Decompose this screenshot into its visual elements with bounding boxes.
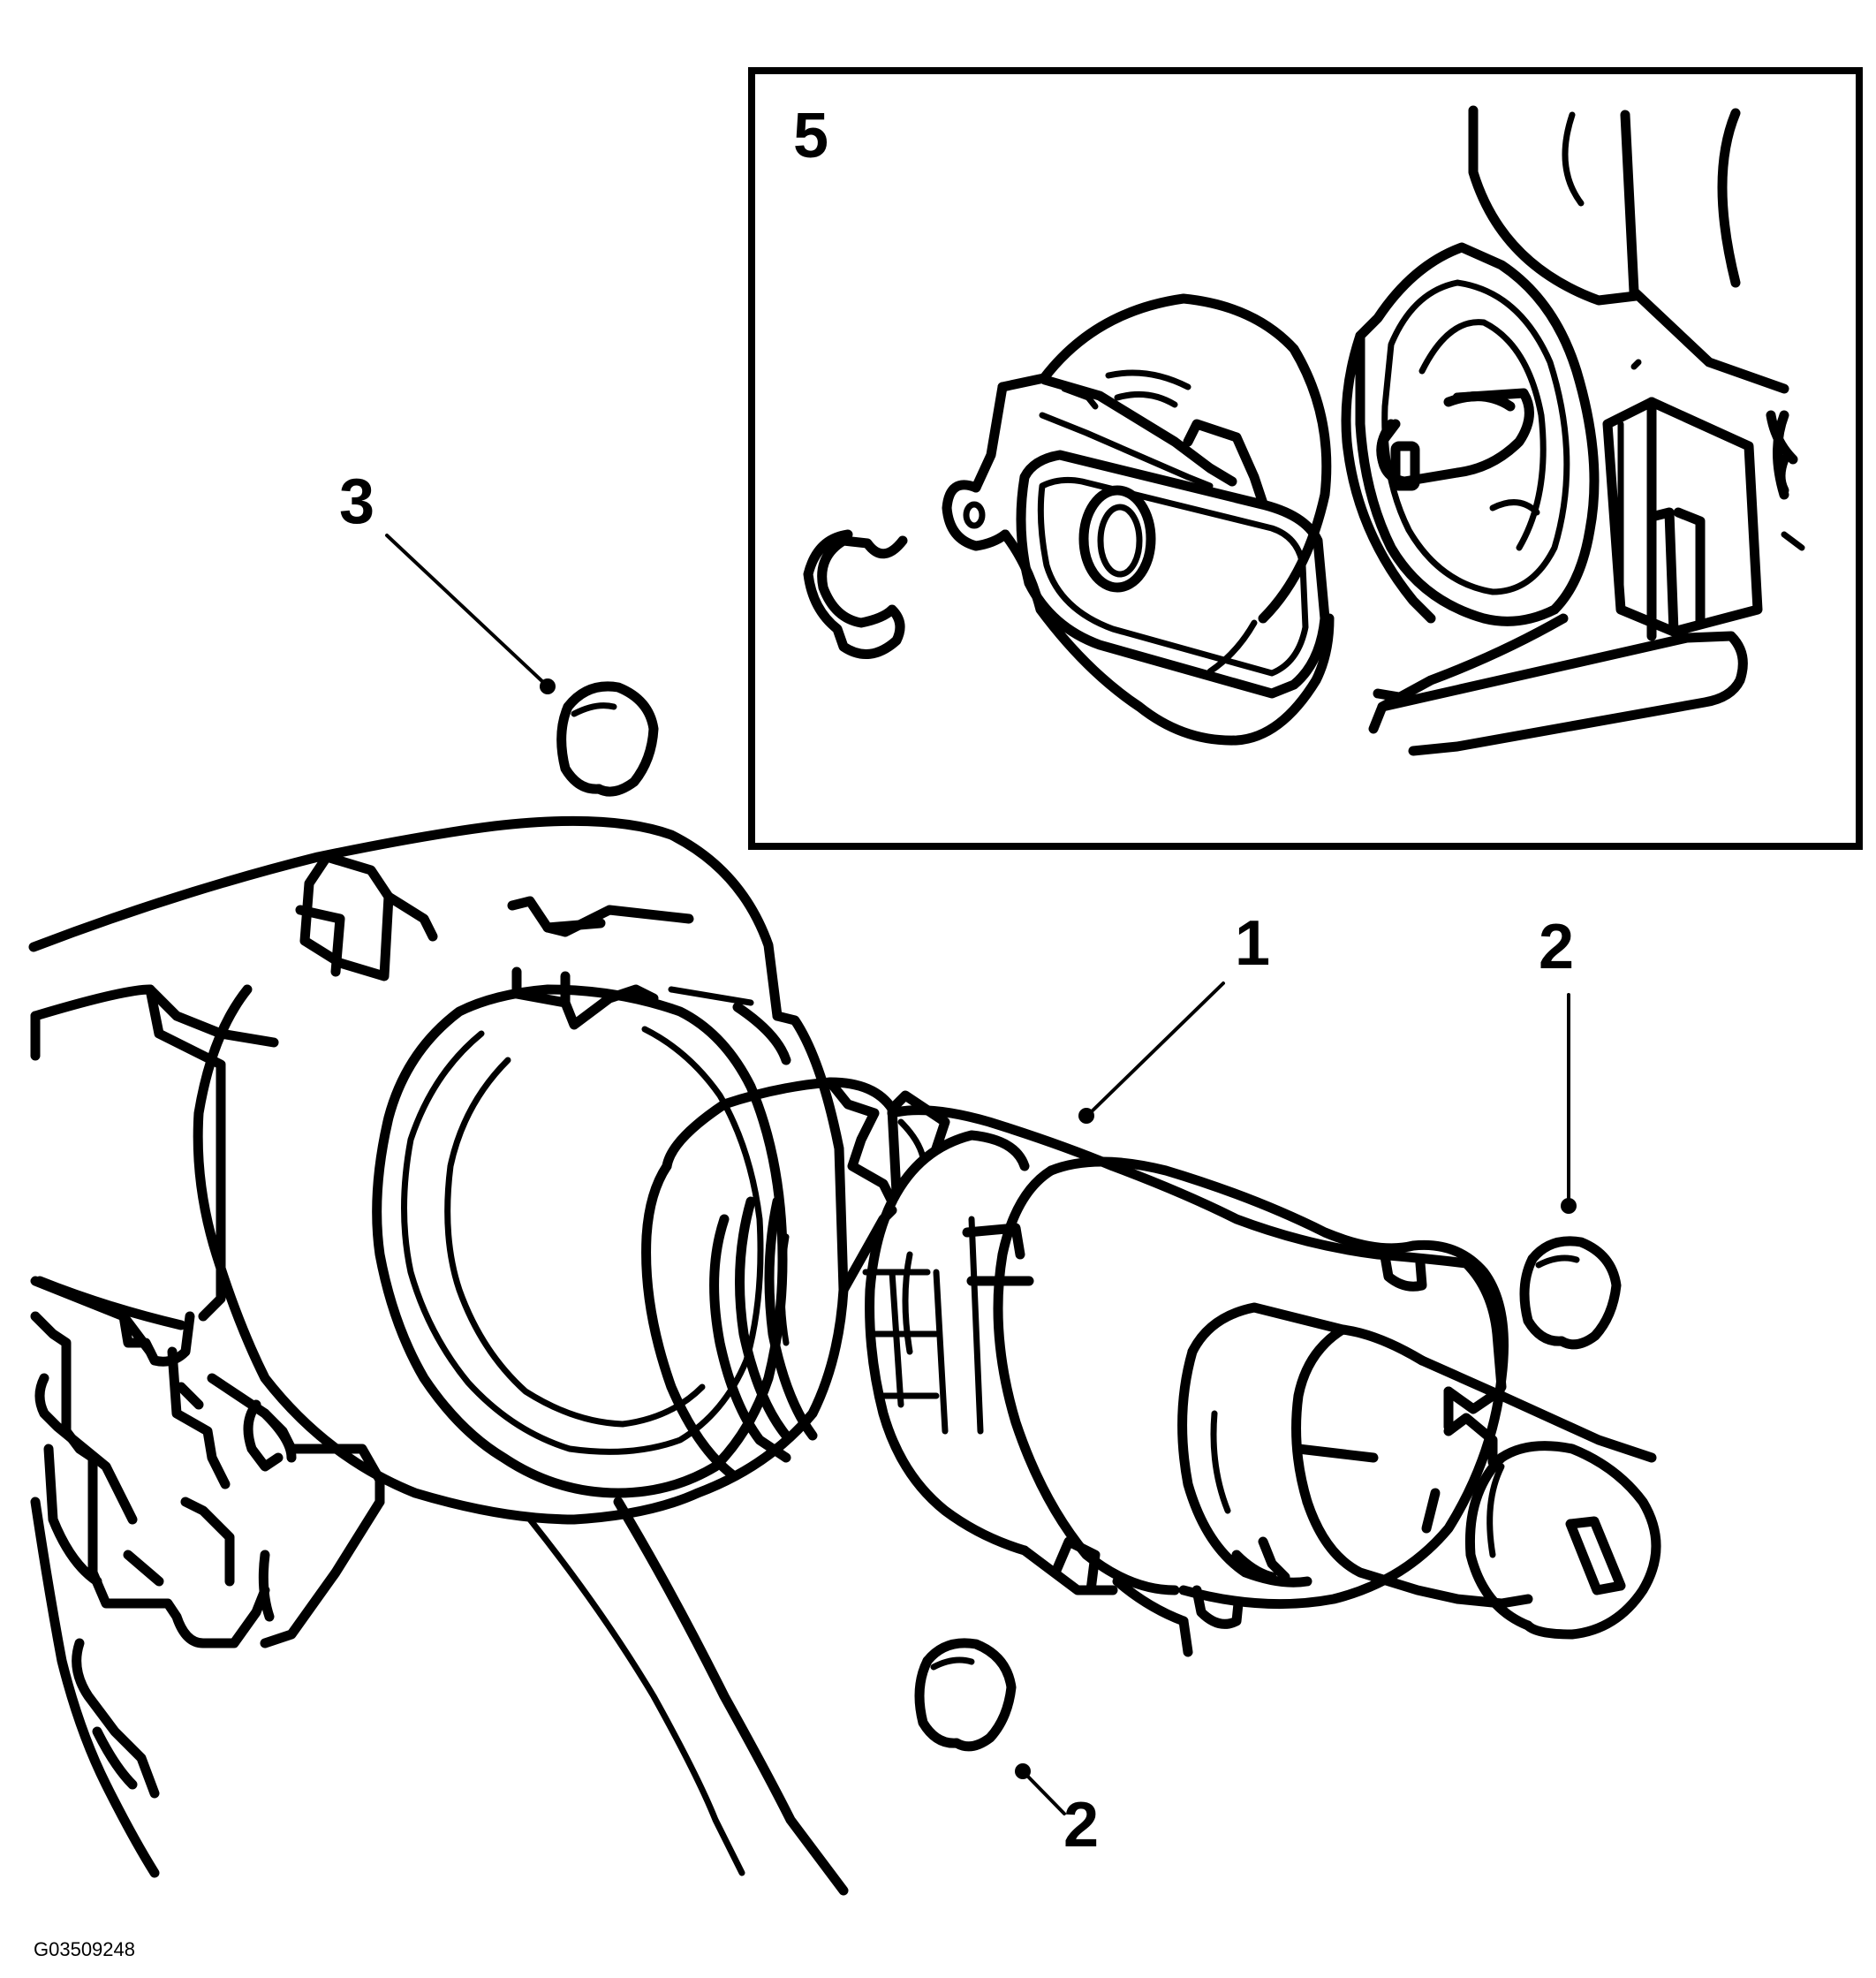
callout-part-1: 1 xyxy=(1235,908,1271,979)
callout-detail-5: 5 xyxy=(793,101,829,171)
leader-dot-2-lower xyxy=(1015,1763,1031,1779)
leader-dot-3 xyxy=(540,678,556,694)
plug-part-2-upper xyxy=(1519,1236,1622,1350)
leader-lines xyxy=(385,534,1577,1815)
wiring-harness xyxy=(1377,631,1748,756)
key-slot xyxy=(1565,1516,1626,1595)
cylinder-cover-plate xyxy=(942,293,1335,746)
detail-inset-frame xyxy=(748,67,1863,850)
figure-id: G03509248 xyxy=(34,1938,135,1960)
leader-line-2-lower xyxy=(1024,1772,1066,1815)
leader-dot-1 xyxy=(1078,1108,1094,1124)
detail-inset-5 xyxy=(748,67,1863,850)
callout-part-2-lower: 2 xyxy=(1063,1790,1100,1861)
callout-part-2-upper: 2 xyxy=(1539,912,1575,982)
leader-line-3 xyxy=(385,534,548,686)
lock-cylinder-seat xyxy=(1341,242,1600,734)
steering-column-housing xyxy=(28,815,897,1896)
callout-part-3: 3 xyxy=(339,466,375,537)
leader-line-1 xyxy=(1086,981,1225,1117)
circlip xyxy=(803,529,908,659)
ignition-lock-cylinder xyxy=(641,1077,1661,1657)
leader-dot-2-upper xyxy=(1561,1198,1577,1214)
plug-part-2-lower xyxy=(914,1638,1017,1752)
switch-connector xyxy=(1602,397,1805,641)
plug-part-3 xyxy=(556,681,659,797)
